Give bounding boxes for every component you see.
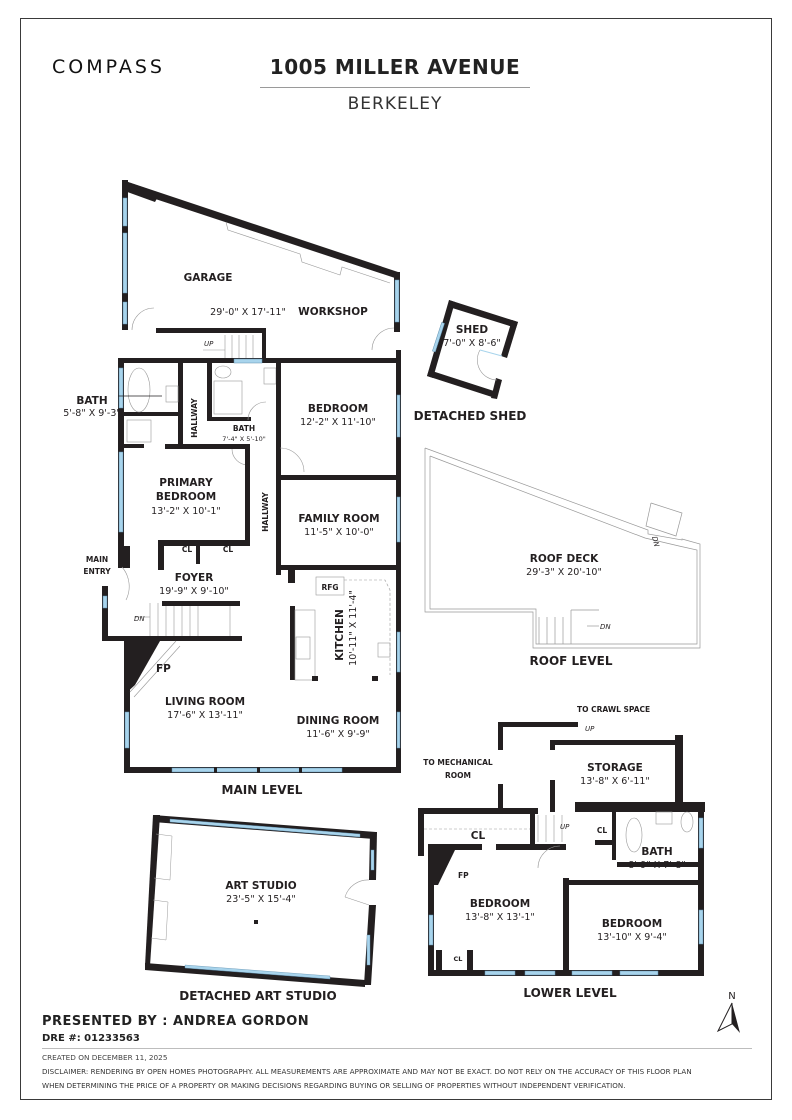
art-studio-plan: ART STUDIO 23'-5" X 15'-4" DETACHED ART … bbox=[145, 815, 377, 1003]
lower-level-plan: TO CRAWL SPACE TO MECHANICAL ROOM STORAG… bbox=[418, 705, 705, 1000]
compass-logo: COMPASS bbox=[52, 56, 165, 78]
svg-text:DN: DN bbox=[600, 623, 611, 631]
svg-text:SHED: SHED bbox=[456, 324, 489, 336]
svg-text:STORAGE: STORAGE bbox=[587, 762, 643, 774]
svg-text:ROOM: ROOM bbox=[445, 771, 471, 780]
svg-text:UP: UP bbox=[560, 823, 570, 831]
svg-text:23'-5" X 15'-4": 23'-5" X 15'-4" bbox=[226, 894, 296, 905]
svg-text:5'-8" X 9'-3": 5'-8" X 9'-3" bbox=[63, 408, 121, 419]
svg-text:GARAGE: GARAGE bbox=[184, 272, 233, 284]
svg-text:ROOF DECK: ROOF DECK bbox=[530, 553, 599, 565]
svg-text:12'-2" X 11'-10": 12'-2" X 11'-10" bbox=[300, 417, 376, 428]
svg-text:PRIMARY: PRIMARY bbox=[159, 477, 213, 489]
main-level-label: MAIN LEVEL bbox=[222, 783, 303, 797]
presented-by: PRESENTED BY : ANDREA GORDON bbox=[42, 1014, 310, 1029]
svg-text:29'-3" X 20'-10": 29'-3" X 20'-10" bbox=[526, 567, 602, 578]
svg-text:N: N bbox=[728, 991, 735, 1002]
svg-text:17'-6" X 13'-11": 17'-6" X 13'-11" bbox=[167, 710, 243, 721]
roof-level-plan: ROOF DECK 29'-3" X 20'-10" DN DN ROOF LE… bbox=[424, 447, 701, 668]
svg-text:11'-6" X 9'-9": 11'-6" X 9'-9" bbox=[306, 729, 370, 740]
svg-text:7'-0" X 8'-6": 7'-0" X 8'-6" bbox=[443, 338, 501, 349]
svg-text:13'-8" X 6'-11": 13'-8" X 6'-11" bbox=[580, 776, 650, 787]
svg-text:BEDROOM: BEDROOM bbox=[156, 491, 216, 503]
property-address: 1005 MILLER AVENUE bbox=[269, 55, 521, 79]
svg-text:29'-0" X 17'-11": 29'-0" X 17'-11" bbox=[210, 307, 286, 318]
detached-shed-label: DETACHED SHED bbox=[414, 409, 527, 423]
disclaimer-line-2: WHEN DETERMINING THE PRICE OF A PROPERTY… bbox=[42, 1081, 626, 1090]
svg-text:ART STUDIO: ART STUDIO bbox=[225, 880, 296, 892]
header-divider bbox=[260, 87, 530, 88]
svg-text:BEDROOM: BEDROOM bbox=[602, 918, 662, 930]
svg-text:HALLWAY: HALLWAY bbox=[261, 492, 270, 532]
svg-text:TO CRAWL SPACE: TO CRAWL SPACE bbox=[577, 705, 650, 714]
svg-text:7'-4" X 5'-10": 7'-4" X 5'-10" bbox=[222, 435, 266, 443]
svg-text:BATH: BATH bbox=[233, 424, 255, 433]
svg-text:10'-11" X 11'-4": 10'-11" X 11'-4" bbox=[348, 590, 359, 666]
svg-text:KITCHEN: KITCHEN bbox=[334, 609, 346, 661]
svg-text:FAMILY ROOM: FAMILY ROOM bbox=[298, 513, 379, 525]
svg-text:DN: DN bbox=[650, 535, 661, 548]
svg-text:BATH: BATH bbox=[641, 846, 672, 858]
main-level-plan: GARAGE 29'-0" X 17'-11" WORKSHOP BATH 5'… bbox=[63, 180, 401, 797]
lower-level-label: LOWER LEVEL bbox=[523, 986, 617, 1000]
roof-level-label: ROOF LEVEL bbox=[530, 654, 613, 668]
svg-text:TO MECHANICAL: TO MECHANICAL bbox=[423, 758, 493, 767]
svg-text:FOYER: FOYER bbox=[175, 572, 214, 584]
svg-text:ENTRY: ENTRY bbox=[83, 567, 111, 576]
footer-divider bbox=[42, 1048, 752, 1049]
svg-text:UP: UP bbox=[204, 340, 214, 348]
property-city: BERKELEY bbox=[347, 94, 443, 114]
svg-text:MAIN: MAIN bbox=[86, 555, 108, 564]
svg-text:FP: FP bbox=[458, 871, 469, 880]
svg-text:DINING ROOM: DINING ROOM bbox=[297, 715, 380, 727]
svg-text:CL: CL bbox=[223, 545, 234, 554]
svg-text:DN: DN bbox=[134, 615, 145, 623]
detached-shed-plan: SHED 7'-0" X 8'-6" DETACHED SHED bbox=[414, 300, 527, 423]
svg-text:19'-9" X 9'-10": 19'-9" X 9'-10" bbox=[159, 586, 229, 597]
svg-text:BEDROOM: BEDROOM bbox=[470, 898, 530, 910]
svg-text:CL: CL bbox=[597, 826, 608, 835]
svg-text:UP: UP bbox=[585, 725, 595, 733]
disclaimer-line-1: DISCLAIMER: RENDERING BY OPEN HOMES PHOT… bbox=[42, 1067, 692, 1076]
svg-text:13'-10" X 9'-4": 13'-10" X 9'-4" bbox=[597, 932, 667, 943]
art-studio-label: DETACHED ART STUDIO bbox=[179, 989, 336, 1003]
svg-text:FP: FP bbox=[156, 663, 171, 675]
svg-text:HALLWAY: HALLWAY bbox=[190, 398, 199, 438]
svg-text:13'-8" X 13'-1": 13'-8" X 13'-1" bbox=[465, 912, 535, 923]
svg-text:CL: CL bbox=[454, 955, 463, 963]
dre-number: DRE #: 01233563 bbox=[42, 1033, 140, 1044]
svg-text:13'-2" X 10'-1": 13'-2" X 10'-1" bbox=[151, 506, 221, 517]
page-frame bbox=[20, 18, 772, 1100]
svg-text:CL: CL bbox=[471, 830, 486, 842]
svg-text:LIVING ROOM: LIVING ROOM bbox=[165, 696, 245, 708]
svg-text:CL: CL bbox=[182, 545, 193, 554]
svg-text:WORKSHOP: WORKSHOP bbox=[298, 306, 368, 318]
created-date: CREATED ON DECEMBER 11, 2025 bbox=[42, 1053, 168, 1062]
svg-text:11'-5" X 10'-0": 11'-5" X 10'-0" bbox=[304, 527, 374, 538]
svg-text:8'-9" X 7'-8": 8'-9" X 7'-8" bbox=[628, 860, 686, 871]
svg-text:RFG: RFG bbox=[321, 583, 338, 592]
svg-text:BEDROOM: BEDROOM bbox=[308, 403, 368, 415]
north-arrow-icon: N bbox=[716, 991, 740, 1033]
svg-text:BATH: BATH bbox=[76, 395, 107, 407]
